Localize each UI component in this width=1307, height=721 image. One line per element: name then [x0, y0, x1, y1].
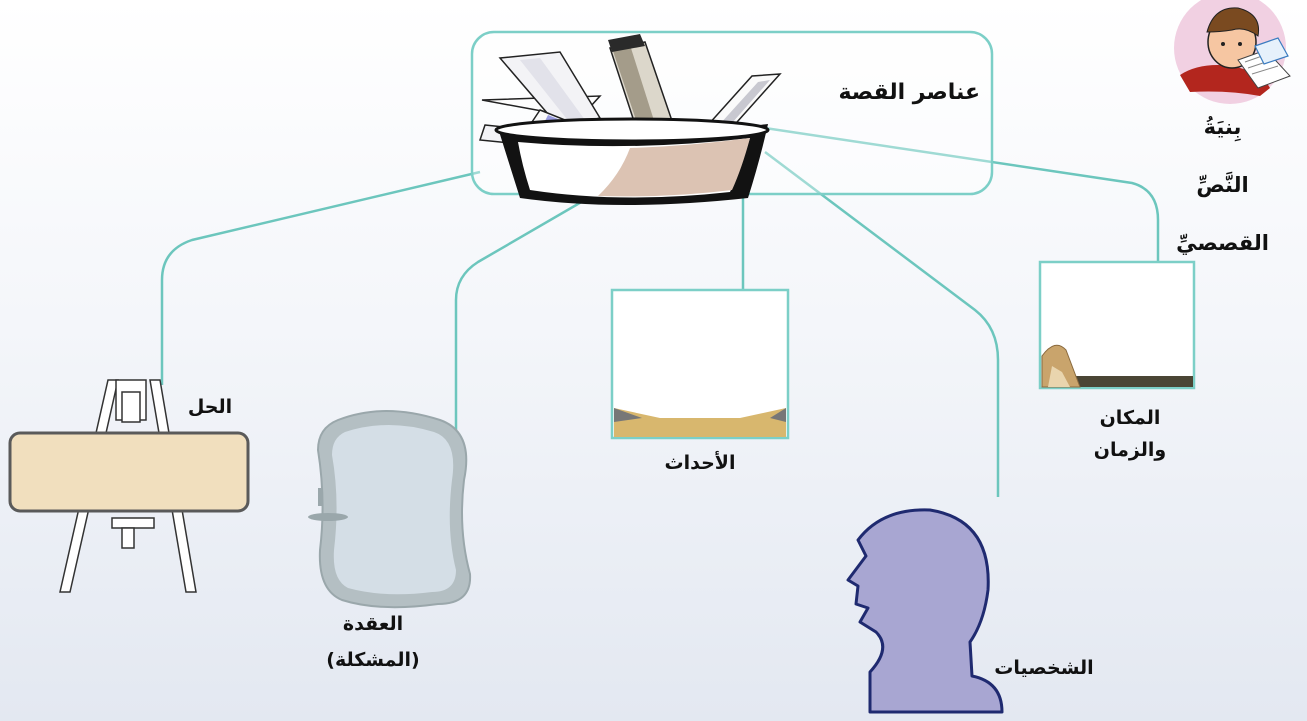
title-line-2: النَّصِّ	[1196, 173, 1249, 197]
conflict-label: العقدة (المشكلة)	[318, 606, 428, 678]
connector-lines	[160, 126, 1160, 497]
setting-frame	[1038, 260, 1196, 390]
characters-label: الشخصيات	[994, 657, 1094, 679]
conflict-label-line-1: العقدة	[342, 613, 404, 635]
events-frame	[610, 288, 790, 440]
events-label: الأحداث	[664, 452, 736, 474]
head-silhouette-icon	[846, 508, 1004, 714]
center-label: عناصر القصة	[838, 80, 980, 105]
writing-tools-basket-icon	[478, 34, 782, 205]
setting-label-line-1: المكان	[1099, 407, 1161, 429]
title-line-1: بِنيَةُ	[1203, 115, 1242, 139]
title-line-3: القصصيِّ	[1176, 231, 1269, 255]
resolution-label: الحل	[187, 396, 233, 418]
connector-characters	[764, 151, 1000, 497]
setting-label-line-2: والزمان	[1093, 439, 1167, 461]
diagram-title: بِنيَةُ النَّصِّ القصصيِّ	[1170, 98, 1275, 272]
mirror-icon	[308, 410, 472, 609]
connector-setting	[764, 126, 1160, 262]
connector-conflict	[454, 195, 591, 445]
setting-label: المكان والزمان	[1080, 402, 1180, 466]
connector-resolution	[160, 170, 481, 385]
conflict-label-line-2: (المشكلة)	[326, 649, 420, 671]
reading-boy-icon	[1174, 0, 1291, 104]
easel-icon	[8, 379, 250, 593]
